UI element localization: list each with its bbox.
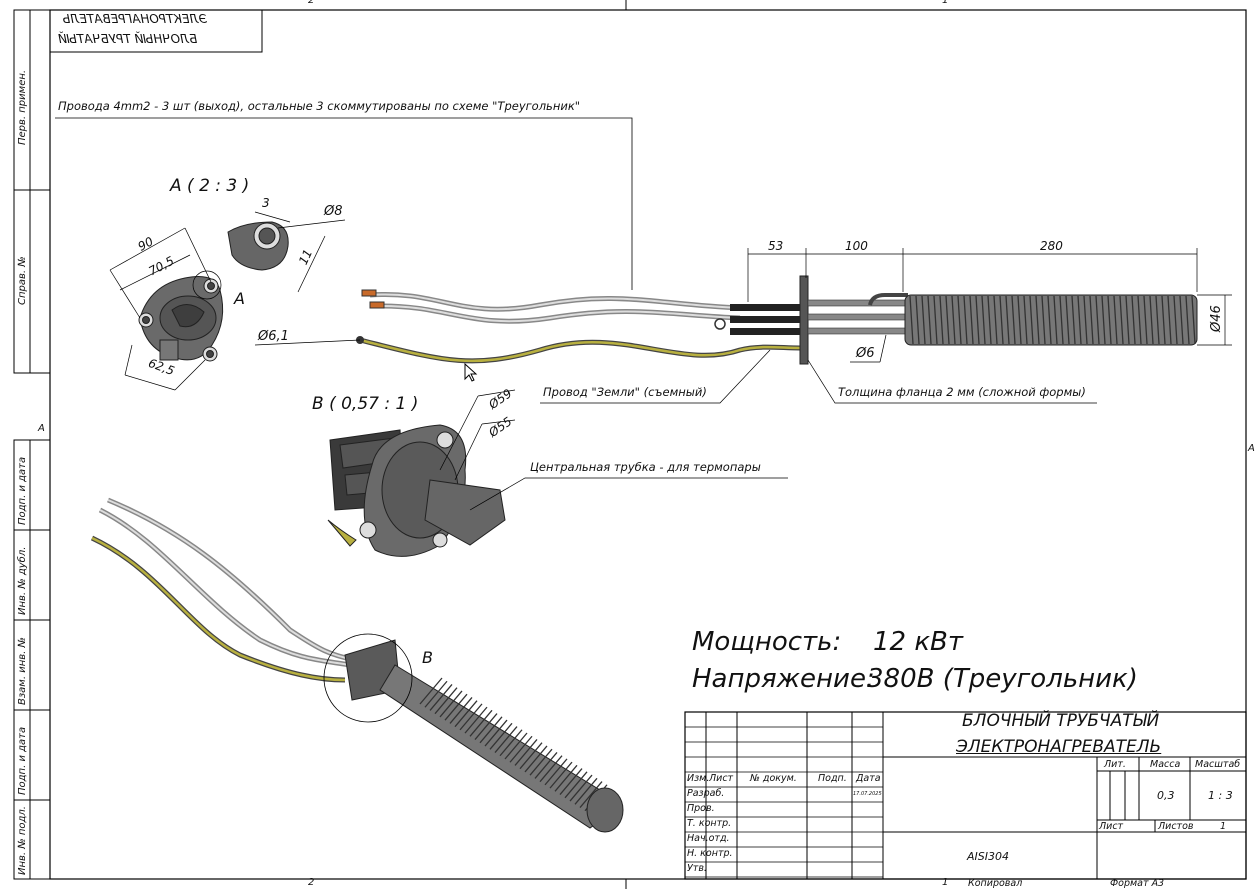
dim-6-1: Ø6,1 — [258, 329, 289, 344]
voltage-label: Напряжение: — [692, 664, 875, 694]
flange-thickness-note: Толщина фланца 2 мм (сложной формы) — [838, 385, 1086, 399]
zone-mark-top-left: 2 — [308, 0, 315, 6]
stamp-lit: Лит. — [1104, 759, 1126, 770]
stamp-col-data: Дата — [856, 773, 881, 784]
dim-46: Ø46 — [1209, 305, 1224, 332]
power-value: 12 кВт — [873, 627, 964, 657]
view-b-title: B ( 0,57 : 1 ) — [312, 394, 419, 414]
zone-mark-side-left: A — [38, 423, 45, 434]
dim-280: 280 — [1040, 239, 1063, 253]
ground-wire-note: Провод "Земли" (съемный) — [543, 385, 707, 399]
stamp-col-doc: № докум. — [750, 773, 797, 784]
stamp-scale: Масштаб — [1195, 759, 1241, 770]
stamp-title-line2: ЭЛЕКТРОНАГРЕВАТЕЛЬ — [956, 737, 1162, 757]
dim-3: 3 — [262, 196, 270, 210]
view-a-flange — [138, 270, 224, 362]
stamp-sheet: Лист — [1099, 821, 1124, 832]
stamp-scale-value: 1 : 3 — [1208, 789, 1233, 802]
voltage-value: 380В (Треугольник) — [867, 664, 1138, 694]
stamp-mass: Масса — [1150, 759, 1181, 770]
stamp-sheets-value: 1 — [1220, 821, 1227, 832]
view-a-title: A ( 2 : 3 ) — [170, 176, 250, 196]
zone-mark-side-right: A — [1248, 443, 1255, 454]
stamp-col-list: Лист — [709, 773, 734, 784]
zone-mark-bottom-left: 2 — [308, 877, 315, 888]
stamp-title-line1: БЛОЧНЫЙ ТРУБЧАТЫЙ — [962, 711, 1160, 731]
stamp-row-n-kontr: Н. контр. — [687, 848, 733, 859]
dim-8: Ø8 — [324, 204, 343, 219]
wires-note: Провода 4mm2 - 3 шт (выход), остальные 3… — [58, 99, 581, 113]
stamp-col-podp: Подп. — [818, 773, 847, 784]
thermocouple-tube-note: Центральная трубка - для термопары — [530, 460, 761, 474]
zone-mark-top-right: 1 — [942, 0, 949, 6]
view-a-detail — [227, 221, 289, 271]
stamp-date-value: 17.07.2025 — [853, 791, 882, 797]
stamp-row-utv: Утв. — [687, 863, 707, 874]
stamp-mass-value: 0,3 — [1157, 789, 1175, 802]
strip-podp-data-1: Подп. и дата — [17, 456, 28, 525]
stamp-col-izm: Изм. — [687, 773, 710, 784]
stamp-sheets: Листов — [1158, 821, 1194, 832]
view-b-flange — [327, 424, 506, 557]
strip-inv-dubl: Инв. № дубл. — [17, 546, 28, 615]
zone-mark-bottom-right: 1 — [942, 877, 949, 888]
isometric-assembly — [90, 497, 624, 833]
stamp-row-nach-otd: Нач.отд. — [687, 833, 730, 844]
stamp-row-t-kontr: Т. контр. — [687, 818, 732, 829]
mouse-cursor-icon — [464, 363, 478, 382]
strip-perv-primen: Перв. примен. — [17, 69, 28, 145]
strip-sprav-no: Справ. № — [17, 256, 28, 305]
view-a-label: A — [234, 289, 245, 308]
dim-100: 100 — [845, 239, 868, 253]
stamp-material: AISI304 — [967, 850, 1009, 863]
strip-vzam-inv: Взам. инв. № — [17, 637, 28, 705]
mirror-title-line1: БЛОЧНЫЙ ТРУБЧАТЫЙ — [58, 32, 198, 46]
dim-53: 53 — [768, 239, 784, 253]
bottom-copied: Копировал — [968, 878, 1023, 889]
strip-podp-data-2: Подп. и дата — [17, 726, 28, 795]
mirror-title-line2: ЭЛЕКТРОНАГРЕВАТЕЛЬ — [62, 12, 207, 26]
bottom-format: Формат A3 — [1110, 878, 1165, 889]
stamp-row-prov: Пров. — [687, 803, 715, 814]
stamp-row-razrab: Разраб. — [687, 788, 725, 799]
dim-6: Ø6 — [856, 346, 875, 361]
view-b-label: B — [422, 648, 433, 667]
strip-inv-podl: Инв. № подл. — [17, 806, 28, 875]
power-label: Мощность: — [692, 627, 842, 657]
